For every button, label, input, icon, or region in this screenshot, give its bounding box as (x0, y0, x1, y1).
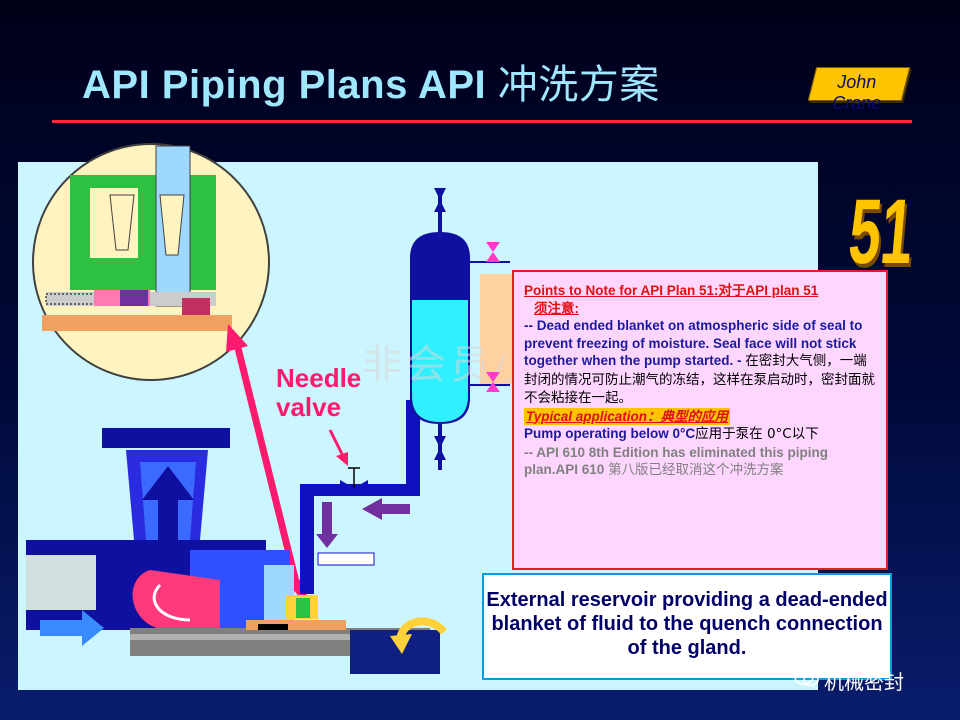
note-point-1: -- Dead ended blanket on atmospheric sid… (524, 318, 875, 406)
quench-piping (300, 400, 420, 594)
wechat-account-name: 机械密封 (824, 670, 904, 694)
seal-detail-magnifier (32, 143, 270, 381)
mechanical-seal (246, 595, 346, 630)
wechat-footer: 机械密封 (780, 664, 950, 694)
needle-valve-label: Needle valve (276, 363, 362, 422)
title-en: API Piping Plans API (82, 63, 498, 107)
caption-box: External reservoir providing a dead-ende… (482, 573, 892, 680)
title-cn: 冲洗方案 (497, 62, 660, 108)
typical-text: Pump operating below 0°C应用于泵在 0°C以下 (524, 426, 819, 442)
notes-heading-cn: 须注意: (534, 300, 579, 316)
rotation-arrow-icon (390, 617, 448, 654)
wechat-icon (794, 669, 819, 687)
needle-valve-icon (340, 467, 368, 496)
typical-application: Typical application：典型的应用 (524, 407, 731, 425)
reservoir-vessel (410, 188, 470, 470)
needle-pointer-arrow (328, 429, 348, 466)
note-eliminated: -- API 610 8th Edition has eliminated th… (524, 444, 829, 479)
level-gauge (470, 242, 512, 392)
page-title: API Piping Plans API 冲洗方案 (82, 52, 660, 110)
title-divider (52, 120, 912, 123)
watermark: 非会员小 (362, 342, 538, 388)
notes-heading: Points to Note for API Plan 51:对于API pla… (524, 283, 819, 298)
inlet-arrow (40, 610, 104, 646)
pump-casing (26, 428, 440, 674)
notes-box: Points to Note for API Plan 51:对于API pla… (512, 270, 888, 570)
